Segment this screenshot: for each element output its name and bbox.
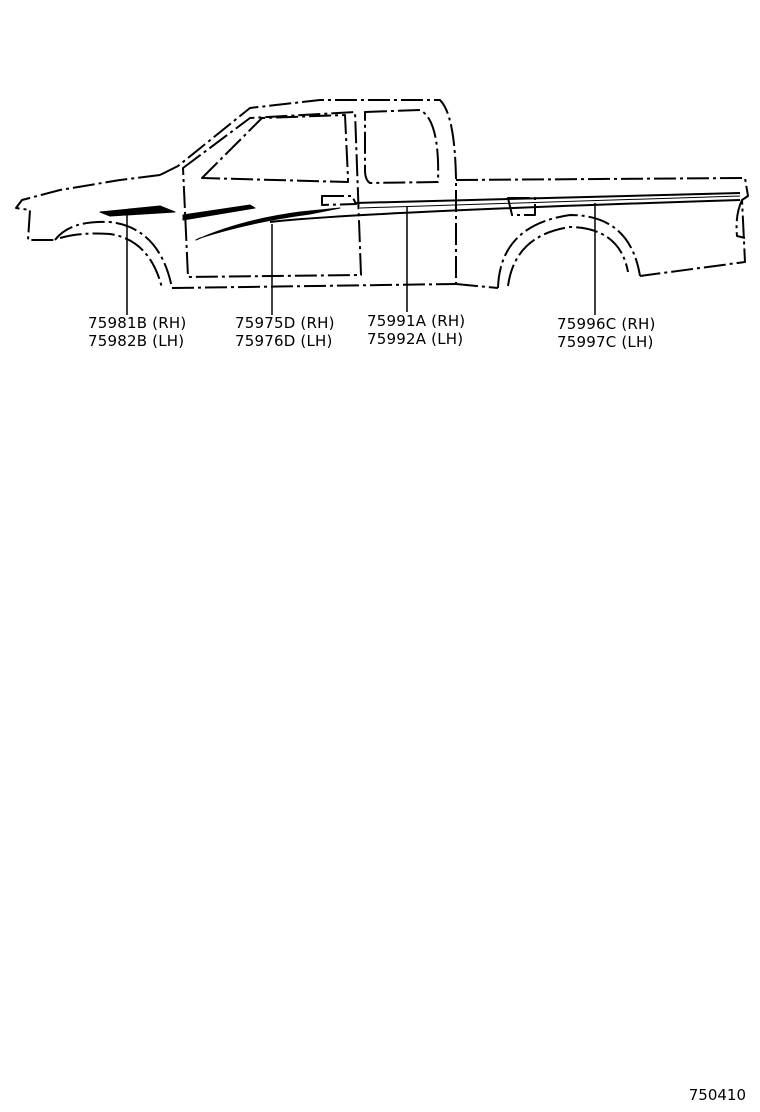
illustration-code: 750410 (688, 1086, 746, 1104)
leader-lines (126, 203, 596, 315)
callout-door: 75975D (RH) 75976D (LH) (235, 314, 335, 350)
part-number-rh: 75996C (RH) (557, 315, 656, 333)
part-number-lh: 75992A (LH) (367, 330, 464, 348)
door-line (359, 195, 741, 209)
fender-stripe (99, 205, 176, 217)
part-number-rh: 75981B (RH) (88, 314, 187, 332)
callout-bed: 75996C (RH) 75997C (LH) (557, 315, 656, 351)
body-side-stripes (99, 192, 741, 241)
part-number-lh: 75976D (LH) (235, 332, 333, 350)
truck-body-outline (15, 99, 749, 289)
door-upper-stripe (182, 204, 256, 221)
part-number-rh: 75991A (RH) (367, 312, 466, 330)
part-number-rh: 75975D (RH) (235, 314, 335, 332)
main-stripe-upper (354, 192, 741, 204)
part-number-lh: 75982B (LH) (88, 332, 185, 350)
callout-fender: 75981B (RH) 75982B (LH) (88, 314, 186, 350)
door-lower-stripe (195, 207, 341, 241)
part-number-lh: 75997C (LH) (557, 333, 654, 351)
main-stripe-lower (269, 199, 741, 223)
callout-cab: 75991A (RH) 75992A (LH) (367, 312, 465, 348)
